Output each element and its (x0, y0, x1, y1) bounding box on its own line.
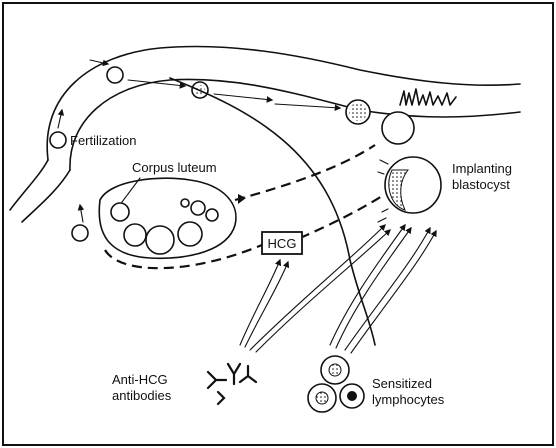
ovary (99, 178, 236, 258)
anti-hcg-label-line2: antibodies (112, 388, 172, 403)
implanting-blastocyst (378, 157, 441, 222)
implanting-label-line1: Implanting (452, 161, 512, 176)
figure-border (3, 3, 553, 445)
fertilization-label: Fertilization (70, 133, 136, 148)
follicle (181, 199, 189, 207)
antibody-icon (208, 364, 256, 404)
lymphocytes (308, 356, 364, 412)
blastocyst-to-hcg (300, 196, 382, 238)
implanting-label-line2: blastocyst (452, 177, 510, 192)
follicle (124, 224, 146, 246)
follicle (206, 209, 218, 221)
anti-hcg-label-line1: Anti-HCG (112, 372, 168, 387)
fertilized-ovum (50, 132, 66, 148)
embryo-2cell (107, 67, 123, 83)
ovum (72, 225, 88, 241)
follicle (178, 222, 202, 246)
sensitized-label-line1: Sensitized (372, 376, 432, 391)
hcg-label: HCG (268, 236, 297, 251)
blastocyst (382, 112, 414, 144)
corpus-luteum-label: Corpus luteum (132, 160, 217, 175)
follicle (146, 226, 174, 254)
follicle (191, 201, 205, 215)
sensitized-label-line2: lymphocytes (372, 392, 445, 407)
corpus-luteum-body (111, 203, 129, 221)
